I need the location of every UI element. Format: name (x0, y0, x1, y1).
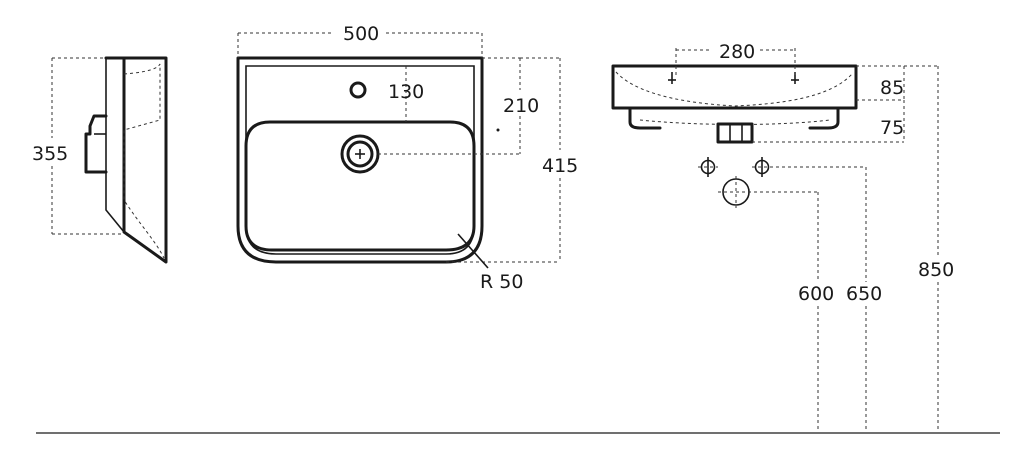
dim-rim-height-label: 85 (880, 77, 904, 99)
front-drain-fitting (716, 122, 754, 144)
wall-mount-left-symbol (698, 157, 718, 177)
top-view: 500 130 210 415 R 50 (236, 23, 578, 293)
dim-rim-top-height-label: 850 (918, 259, 954, 281)
basin-bowl-outline (244, 120, 476, 252)
tap-hole (349, 81, 367, 99)
wall-mount-right-symbol (752, 157, 866, 177)
front-foot-left (628, 106, 662, 130)
front-view: 280 85 75 600 650 (611, 41, 954, 432)
side-profile-outline (104, 56, 168, 264)
side-bowl-hidden-line (123, 63, 165, 259)
dim-width-label: 500 (343, 23, 379, 45)
drain-inner (346, 140, 374, 168)
front-mount-hole-left (668, 72, 676, 84)
dim-depth-label: 415 (542, 155, 578, 177)
dim-r50-leader (457, 233, 489, 269)
front-basin-outline (611, 64, 858, 110)
dim-tap-hole-label: 130 (388, 81, 424, 103)
dim-side-depth-label: 355 (32, 143, 68, 165)
front-foot-right (808, 106, 840, 130)
basin-rim-outline (245, 65, 475, 255)
dim-mount-height-label: 650 (846, 283, 882, 305)
wall-drain-symbol (718, 176, 818, 208)
side-profile-inner (105, 58, 125, 233)
dim-drain-offset-label: 210 (503, 95, 539, 117)
side-drain-fitting (84, 114, 108, 174)
overflow-dot (496, 128, 500, 132)
dim-mount-spacing-label: 280 (719, 41, 755, 63)
front-bowl-hidden (615, 71, 853, 107)
dim-radius-label: R 50 (480, 271, 523, 293)
basin-outer-outline (236, 56, 484, 264)
dim-drain-height-label: 600 (798, 283, 834, 305)
dim-bottom-height-label: 75 (880, 117, 904, 139)
side-view: 355 (32, 56, 168, 264)
